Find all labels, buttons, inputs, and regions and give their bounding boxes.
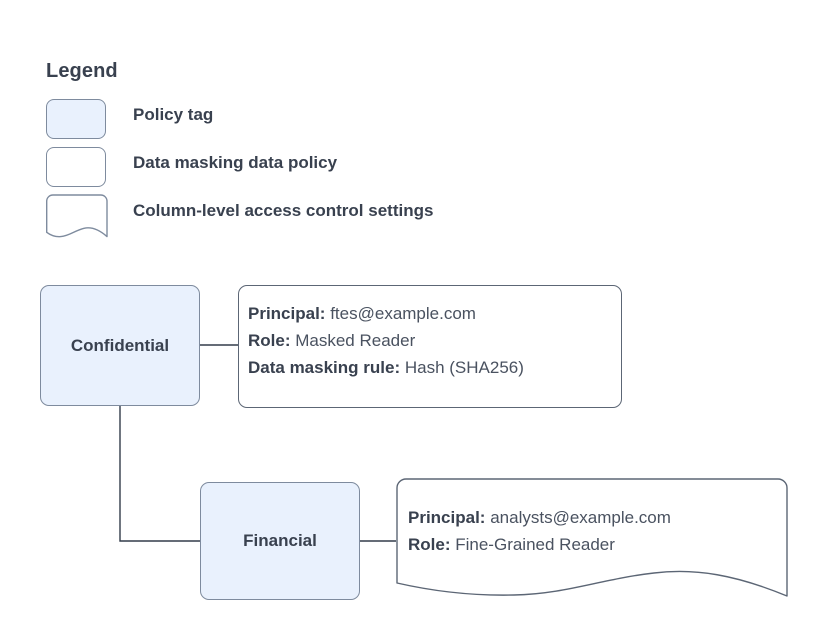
annotation-key-principal-financial: Principal:: [408, 508, 486, 527]
legend-swatch-data-masking-policy: [46, 147, 106, 187]
annotation-text-data-masking-policy: Principal: ftes@example.com Role: Masked…: [248, 300, 524, 381]
annotation-value-role: Masked Reader: [295, 331, 416, 350]
annotation-line-role-financial: Role: Fine-Grained Reader: [408, 531, 671, 558]
node-confidential[interactable]: Confidential: [40, 285, 200, 406]
legend-label-column-access-settings: Column-level access control settings: [133, 201, 434, 220]
legend-label-data-masking-policy: Data masking data policy: [133, 153, 338, 172]
annotation-line-principal: Principal: ftes@example.com: [248, 300, 524, 327]
annotation-value-role-financial: Fine-Grained Reader: [455, 535, 615, 554]
annotation-key-role-financial: Role:: [408, 535, 451, 554]
annotation-line-data-masking-rule: Data masking rule: Hash (SHA256): [248, 354, 524, 381]
legend-swatch-column-access-settings: [44, 193, 110, 239]
legend-label-policy-tag: Policy tag: [133, 105, 214, 124]
legend-swatch-policy-tag: [46, 99, 106, 139]
annotation-value-principal: ftes@example.com: [330, 304, 476, 323]
annotation-value-principal-financial: analysts@example.com: [490, 508, 671, 527]
annotation-key-principal: Principal:: [248, 304, 326, 323]
annotation-line-principal-financial: Principal: analysts@example.com: [408, 504, 671, 531]
node-financial[interactable]: Financial: [200, 482, 360, 600]
legend-title: Legend: [46, 60, 118, 82]
annotation-value-data-masking-rule: Hash (SHA256): [404, 358, 524, 377]
annotation-box-column-access-settings[interactable]: [396, 478, 788, 600]
annotation-line-role: Role: Masked Reader: [248, 327, 524, 354]
annotation-key-data-masking-rule: Data masking rule:: [248, 358, 401, 377]
annotation-text-column-access-settings: Principal: analysts@example.com Role: Fi…: [408, 504, 671, 558]
annotation-box-data-masking-policy[interactable]: [238, 285, 622, 408]
edge-confidential-to-financial: [119, 406, 200, 542]
annotation-key-role: Role:: [248, 331, 291, 350]
